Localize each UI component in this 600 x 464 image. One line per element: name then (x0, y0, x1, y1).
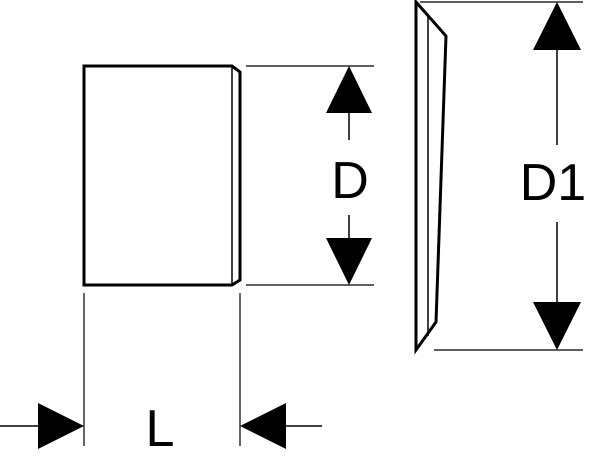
cover-plate-outline (414, 0, 448, 355)
dimension-label-l: L (146, 400, 175, 458)
dimension-label-d: D (331, 152, 369, 210)
dimension-d (326, 66, 372, 285)
dimension-l-arrow-right-icon (38, 403, 84, 449)
dimension-d1-arrow-up-icon (533, 2, 581, 50)
dimension-label-d1: D1 (520, 154, 586, 212)
sleeve-body-outline (82, 64, 242, 287)
dimension-d-arrow-down-icon (326, 238, 372, 285)
dimension-l (0, 403, 322, 449)
dimension-d-arrow-up-icon (326, 66, 372, 113)
dimension-d1 (533, 2, 581, 350)
cover-plate-profile (414, 0, 448, 355)
extension-lines (83, 1, 583, 446)
sleeve-side-view (82, 64, 242, 287)
dimension-l-arrow-left-icon (240, 403, 286, 449)
dimension-d1-arrow-down-icon (533, 302, 581, 350)
